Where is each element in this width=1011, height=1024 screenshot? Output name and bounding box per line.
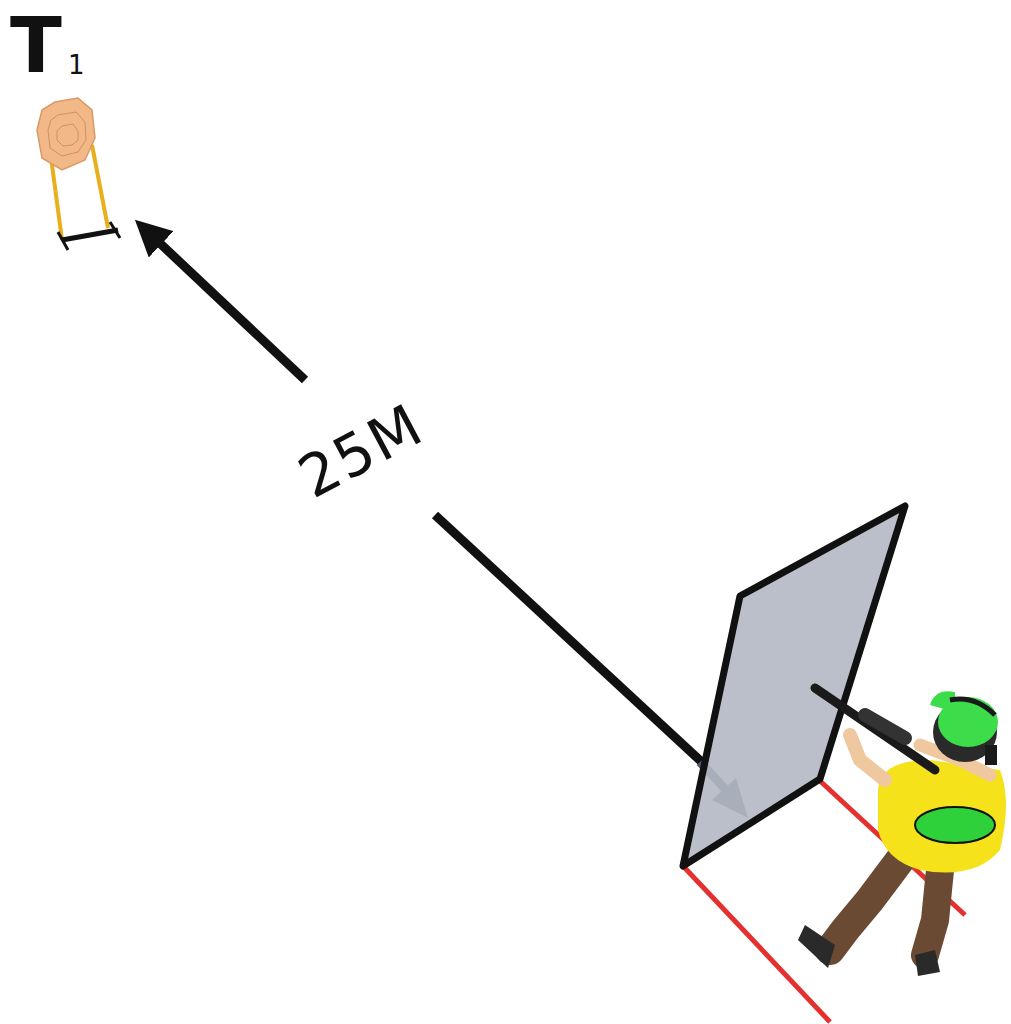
target bbox=[37, 98, 95, 170]
target-number: 1 bbox=[68, 52, 85, 78]
distance-line bbox=[148, 232, 748, 818]
target-letter: T bbox=[10, 8, 62, 84]
distance-label: 25M bbox=[286, 391, 437, 510]
shooter bbox=[798, 688, 1006, 976]
barricade bbox=[683, 506, 905, 866]
